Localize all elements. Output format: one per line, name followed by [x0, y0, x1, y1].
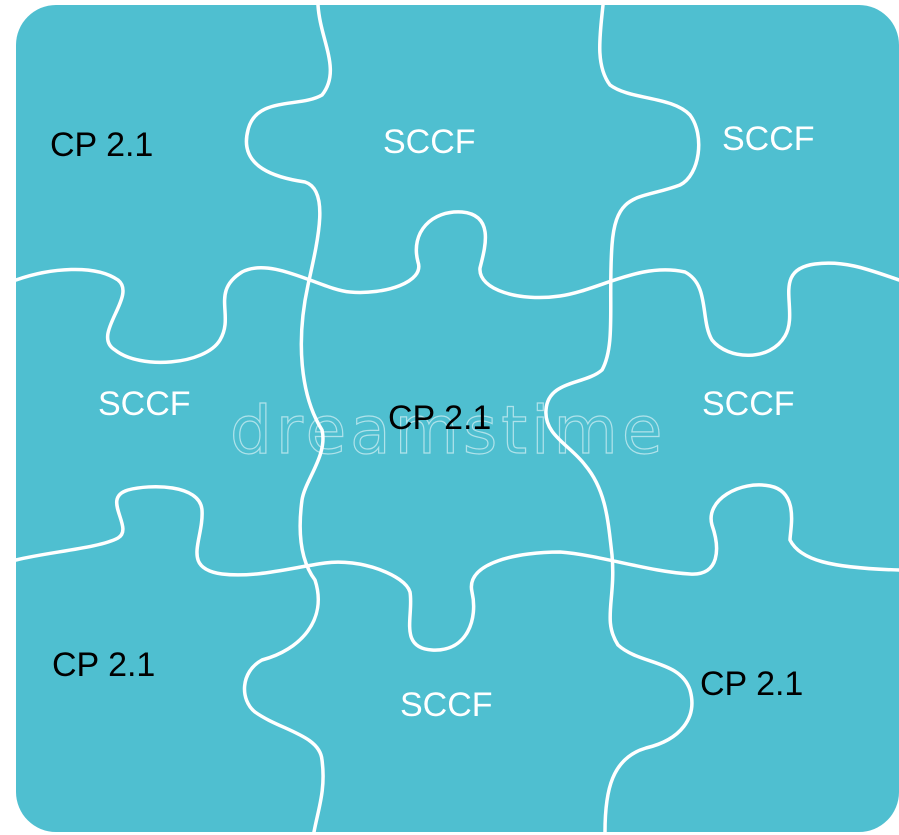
- piece-label-center: CP 2.1: [388, 399, 492, 437]
- piece-label-bottom-left: CP 2.1: [52, 646, 156, 684]
- piece-label-top-left: CP 2.1: [50, 126, 154, 164]
- piece-label-middle-left: SCCF: [98, 385, 191, 423]
- seam-vertical-right: [544, 3, 701, 834]
- seam-horizontal-bottom: [14, 483, 899, 652]
- piece-label-bottom-right: CP 2.1: [700, 665, 804, 703]
- seam-vertical-left: [242, 3, 332, 834]
- piece-label-middle-right: SCCF: [702, 385, 795, 423]
- piece-label-top-right: SCCF: [722, 120, 815, 158]
- seam-horizontal-top: [14, 210, 899, 365]
- dreamstime-watermark: dreamstime: [229, 391, 667, 469]
- piece-label-bottom-center: SCCF: [400, 686, 493, 724]
- puzzle-board: [16, 5, 899, 832]
- piece-label-top-center: SCCF: [383, 123, 476, 161]
